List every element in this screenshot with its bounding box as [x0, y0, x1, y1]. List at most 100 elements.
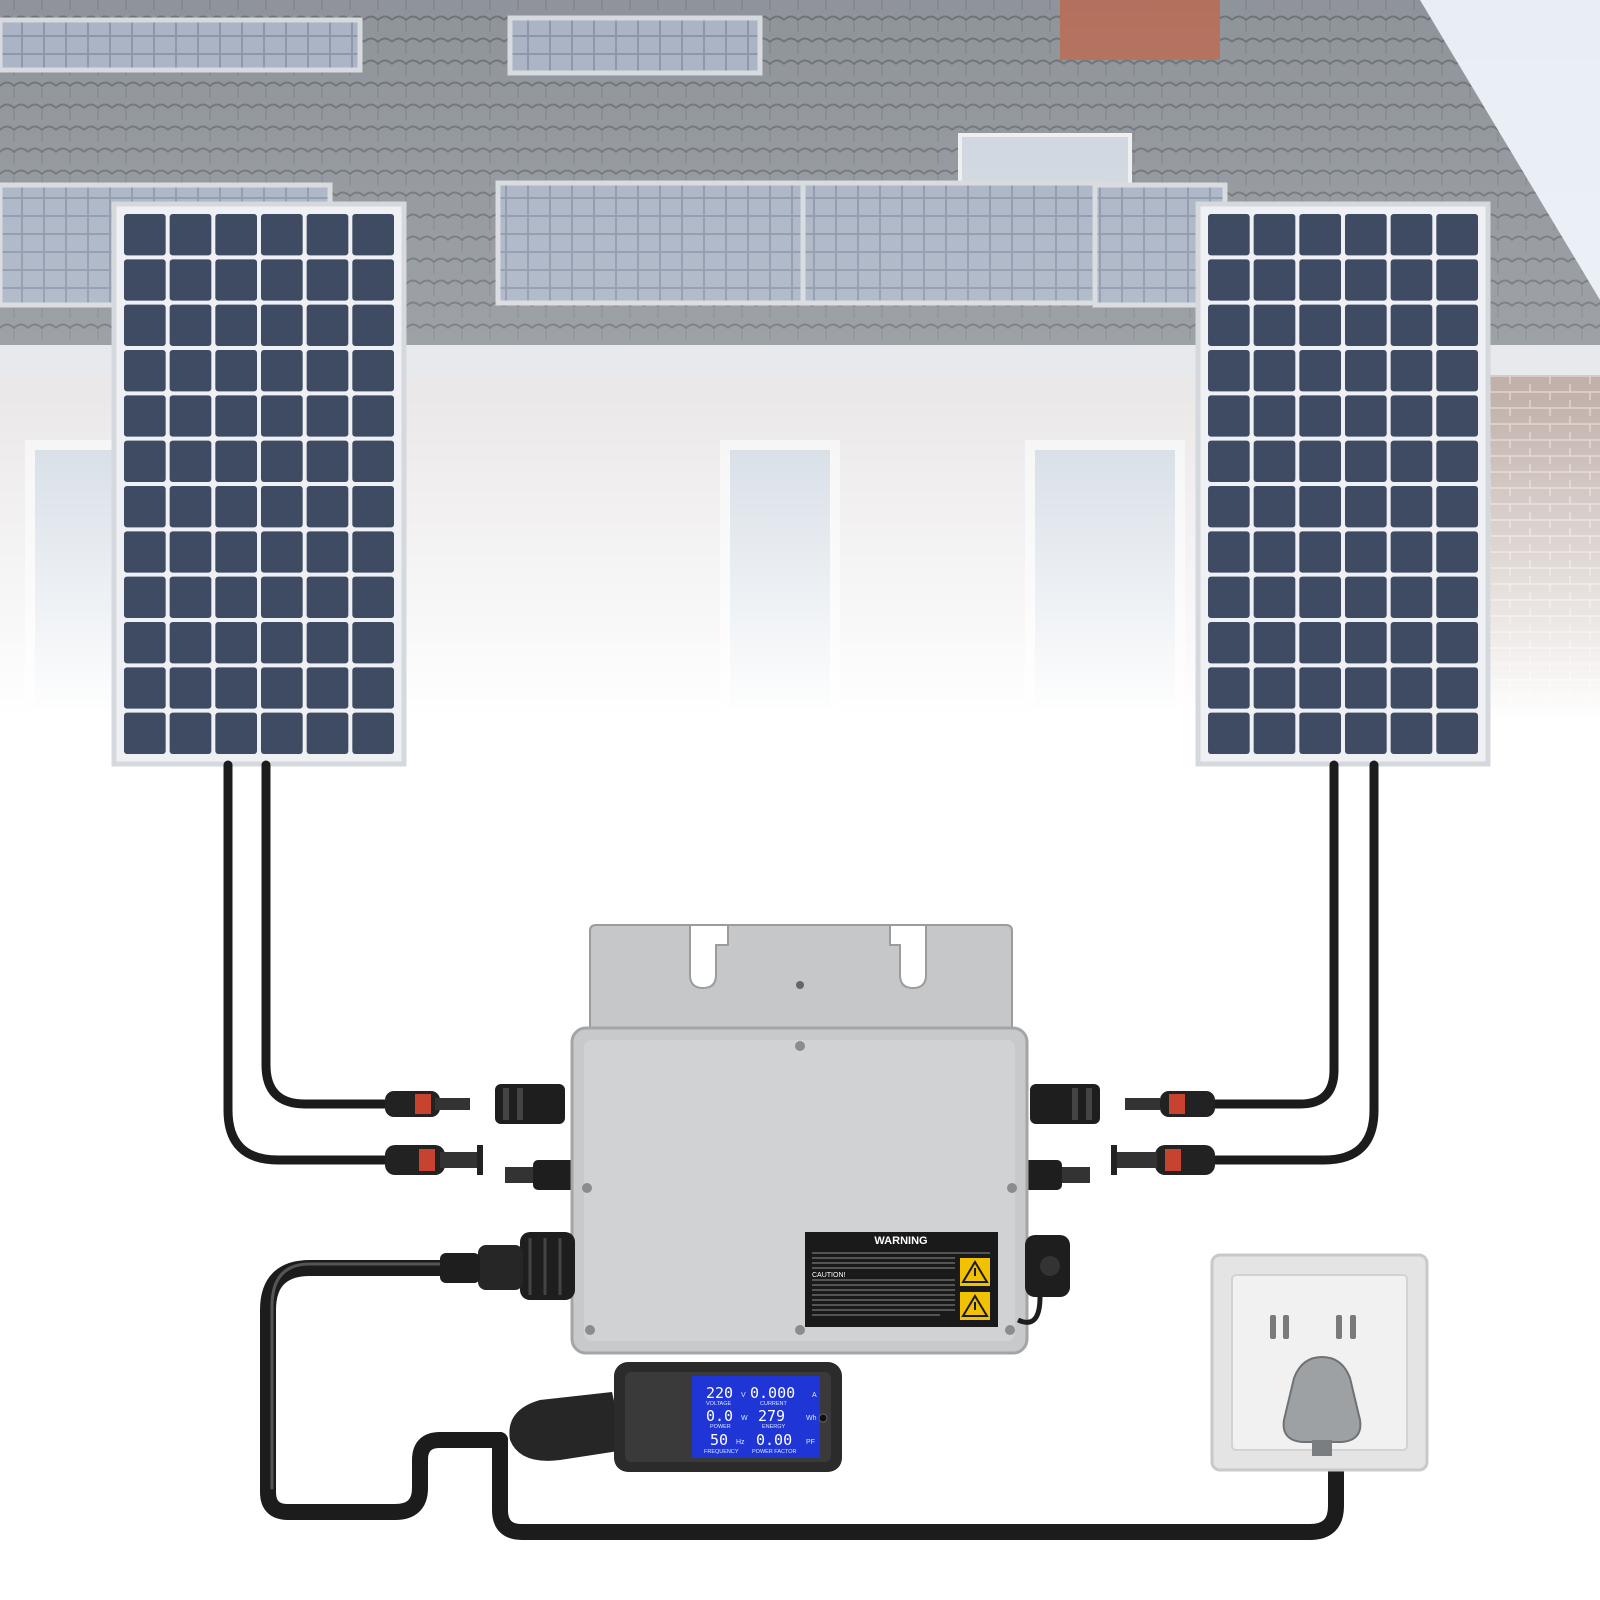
solar-cell — [1208, 395, 1250, 437]
label-fine-print — [812, 1252, 990, 1316]
solar-cell — [1436, 712, 1478, 754]
solar-cell — [169, 440, 212, 482]
solar-cell — [1390, 214, 1433, 256]
meter-reset-button[interactable] — [818, 1413, 828, 1423]
solar-cell — [261, 350, 303, 392]
mc4-connector — [1030, 1084, 1100, 1124]
mc4-connector — [385, 1091, 470, 1117]
solar-cell — [1345, 214, 1387, 256]
solar-cell — [352, 304, 394, 346]
solar-cell — [1208, 486, 1250, 528]
solar-cell — [1299, 214, 1341, 256]
solar-cell — [169, 712, 212, 754]
solar-cell — [1208, 622, 1250, 664]
solar-cell — [124, 667, 166, 709]
solar-cell — [1390, 531, 1433, 573]
solar-cell — [1345, 395, 1387, 437]
solar-cell — [1345, 712, 1387, 754]
solar-cell — [1253, 395, 1296, 437]
solar-cell — [1436, 486, 1478, 528]
cable-right-b — [1205, 760, 1339, 1109]
solar-cell — [1390, 259, 1433, 301]
solar-cell — [1345, 622, 1387, 664]
solar-cell — [352, 576, 394, 618]
current-unit: A — [812, 1392, 817, 1399]
solar-cell — [352, 622, 394, 664]
solar-cell — [215, 259, 257, 301]
microinverter: WARNING CAUTION! — [440, 924, 1070, 1355]
solar-cell — [1253, 350, 1296, 392]
solar-cell — [169, 622, 212, 664]
solar-cell — [1253, 259, 1296, 301]
solar-cell — [261, 576, 303, 618]
mc4-connector — [505, 1160, 578, 1190]
solar-cell — [1345, 350, 1387, 392]
solar-cell — [1390, 395, 1433, 437]
plug-neck — [1312, 1440, 1332, 1456]
warning-title: WARNING — [874, 1235, 927, 1247]
solar-cell — [306, 712, 349, 754]
outlet-socket-holes — [1270, 1315, 1356, 1339]
mc4-connector — [1111, 1145, 1215, 1175]
solar-cell — [215, 304, 257, 346]
solar-cell — [1208, 576, 1250, 618]
solar-cell — [215, 440, 257, 482]
solar-cell — [306, 486, 349, 528]
solar-cell — [124, 304, 166, 346]
solar-cell — [1299, 350, 1341, 392]
solar-cell — [1208, 304, 1250, 346]
solar-cell — [261, 486, 303, 528]
lcd-screen — [692, 1376, 820, 1458]
solar-cell — [124, 531, 166, 573]
solar-cell — [1253, 712, 1296, 754]
solar-cell — [1208, 440, 1250, 482]
solar-cell — [261, 259, 303, 301]
solar-cell — [1208, 667, 1250, 709]
solar-cell — [169, 259, 212, 301]
current-label: CURRENT — [760, 1401, 788, 1407]
solar-cell — [1390, 350, 1433, 392]
solar-cell — [1436, 214, 1478, 256]
solar-cell — [306, 304, 349, 346]
solar-cell — [1299, 486, 1341, 528]
solar-cell — [261, 712, 303, 754]
solar-cell — [169, 214, 212, 256]
solar-cell — [124, 395, 166, 437]
solar-cell — [306, 622, 349, 664]
solar-cell — [169, 486, 212, 528]
solar-cell — [215, 486, 257, 528]
label-caution: CAUTION! — [812, 1272, 846, 1279]
mc4-connector — [1125, 1091, 1215, 1117]
solar-cell — [215, 214, 257, 256]
energy-meter: 220 V 0.000 A VOLTAGE CURRENT 0.0 W 279 … — [509, 1362, 842, 1472]
solar-cell — [1390, 486, 1433, 528]
warning-triangle-icon — [960, 1258, 990, 1286]
warning-label: WARNING CAUTION! — [805, 1232, 998, 1327]
frequency-unit: Hz — [736, 1439, 745, 1446]
solar-cell — [1253, 531, 1296, 573]
solar-cell — [261, 214, 303, 256]
solar-cell — [1345, 531, 1387, 573]
solar-cell — [1253, 304, 1296, 346]
solar-cell — [124, 214, 166, 256]
solar-cell — [1436, 395, 1478, 437]
solar-cell — [169, 350, 212, 392]
energy-unit: Wh — [806, 1415, 817, 1422]
pf-value: 0.00 — [756, 1431, 792, 1449]
solar-cell — [1253, 440, 1296, 482]
solar-cell — [352, 259, 394, 301]
connectors-left — [385, 1084, 578, 1190]
solar-cell — [1299, 395, 1341, 437]
solar-cell — [1299, 259, 1341, 301]
wall-outlet — [1210, 1253, 1429, 1472]
solar-cell — [1436, 531, 1478, 573]
solar-cell — [215, 350, 257, 392]
solar-cell — [124, 486, 166, 528]
solar-cell — [1253, 622, 1296, 664]
voltage-label: VOLTAGE — [706, 1401, 731, 1407]
solar-cell — [1253, 486, 1296, 528]
solar-cell — [261, 667, 303, 709]
solar-cell — [1299, 440, 1341, 482]
solar-cell — [1208, 712, 1250, 754]
solar-cell — [261, 440, 303, 482]
